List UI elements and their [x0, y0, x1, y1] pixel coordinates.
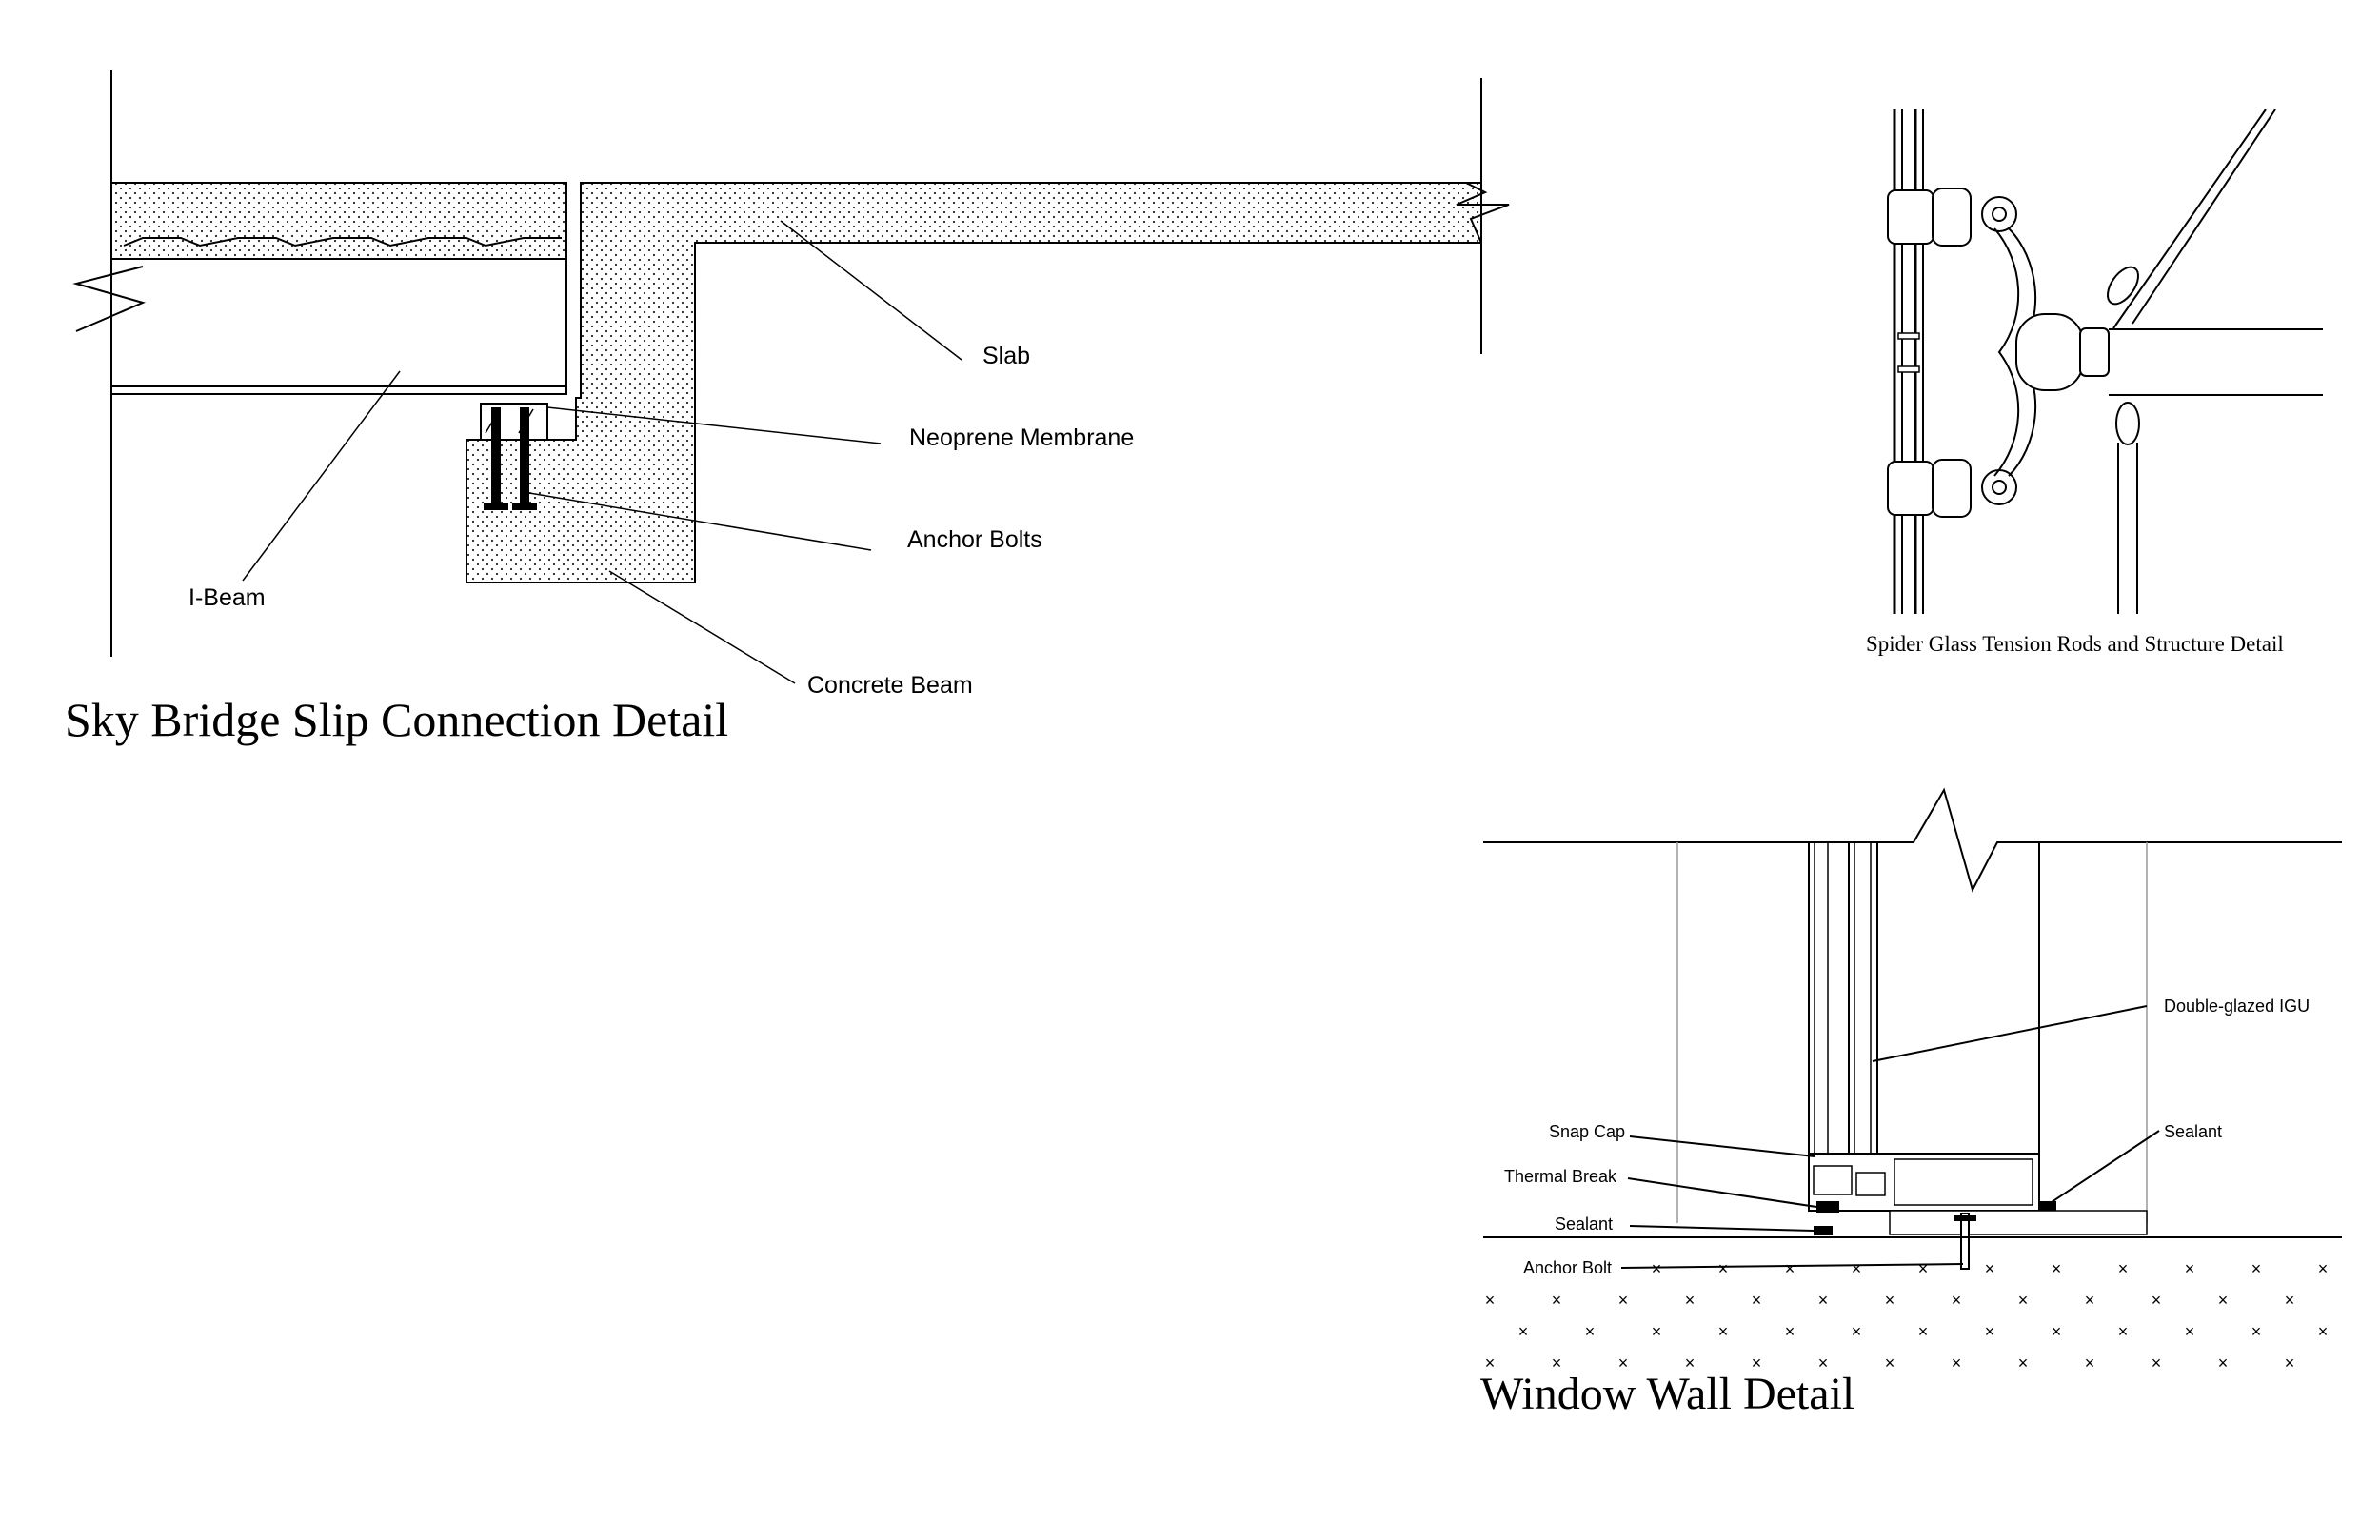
anchor-bolts — [484, 407, 537, 510]
svg-text:×: × — [1552, 1291, 1562, 1310]
svg-text:×: × — [1852, 1322, 1862, 1341]
svg-text:×: × — [2052, 1322, 2062, 1341]
svg-text:×: × — [2118, 1322, 2129, 1341]
svg-text:×: × — [1685, 1291, 1696, 1310]
svg-text:×: × — [2052, 1259, 2062, 1278]
break-line-left — [72, 266, 146, 332]
svg-text:×: × — [2018, 1291, 2029, 1310]
svg-text:×: × — [2318, 1259, 2329, 1278]
svg-text:×: × — [1885, 1353, 1895, 1372]
svg-text:×: × — [2218, 1353, 2229, 1372]
i-beam — [110, 258, 567, 395]
svg-text:×: × — [1818, 1291, 1829, 1310]
svg-text:×: × — [2185, 1259, 2195, 1278]
svg-text:×: × — [1585, 1322, 1596, 1341]
svg-text:×: × — [2018, 1353, 2029, 1372]
svg-text:×: × — [1652, 1322, 1662, 1341]
thermal-break-label: Thermal Break — [1504, 1167, 1617, 1186]
svg-text:×: × — [1818, 1353, 1829, 1372]
svg-text:×: × — [1952, 1291, 1962, 1310]
concrete-slab-beam — [466, 182, 1482, 583]
svg-text:×: × — [1485, 1353, 1496, 1372]
svg-text:×: × — [2318, 1322, 2329, 1341]
composite-deck — [110, 182, 567, 260]
svg-text:×: × — [2152, 1353, 2162, 1372]
svg-text:×: × — [1618, 1353, 1629, 1372]
svg-text:×: × — [1918, 1322, 1929, 1341]
svg-text:×: × — [2085, 1353, 2095, 1372]
sealant-right-label: Sealant — [2164, 1122, 2222, 1141]
svg-text:×: × — [1718, 1322, 1729, 1341]
svg-text:×: × — [1685, 1353, 1696, 1372]
svg-text:×: × — [1985, 1322, 1995, 1341]
svg-text:×: × — [2285, 1291, 2295, 1310]
svg-text:×: × — [2285, 1353, 2295, 1372]
earth-hatch: ××××××××××× ××××××××××××× ××××××××××××× … — [1485, 1259, 2329, 1372]
sealant-left-label: Sealant — [1555, 1214, 1613, 1234]
svg-text:×: × — [1852, 1259, 1862, 1278]
svg-text:×: × — [1885, 1291, 1895, 1310]
anchor-bolts-label: Anchor Bolts — [907, 526, 1042, 553]
window-wall-drawing: ××××××××××× ××××××××××××× ××××××××××××× … — [1483, 787, 2342, 1372]
svg-text:×: × — [1752, 1353, 1762, 1372]
svg-text:×: × — [1952, 1353, 1962, 1372]
svg-text:×: × — [2218, 1291, 2229, 1310]
svg-text:×: × — [1785, 1322, 1795, 1341]
snap-cap-label: Snap Cap — [1549, 1122, 1625, 1141]
svg-text:×: × — [2085, 1291, 2095, 1310]
svg-text:×: × — [1918, 1259, 1929, 1278]
spider-glass-title: Spider Glass Tension Rods and Structure … — [1866, 632, 2284, 656]
svg-text:×: × — [1985, 1259, 1995, 1278]
svg-text:×: × — [2251, 1259, 2262, 1278]
svg-text:×: × — [2152, 1291, 2162, 1310]
svg-text:×: × — [1785, 1259, 1795, 1278]
svg-text:×: × — [1652, 1259, 1662, 1278]
slip-connection-drawing — [72, 70, 1510, 684]
slab-label: Slab — [982, 343, 1030, 369]
neoprene-membrane — [480, 403, 548, 441]
svg-text:×: × — [1485, 1291, 1496, 1310]
svg-text:×: × — [1718, 1259, 1729, 1278]
slip-detail-title: Sky Bridge Slip Connection Detail — [65, 693, 728, 746]
window-wall-title: Window Wall Detail — [1480, 1369, 1854, 1419]
spider-glass-drawing — [1887, 109, 2323, 614]
svg-text:×: × — [1752, 1291, 1762, 1310]
svg-text:×: × — [2118, 1259, 2129, 1278]
svg-text:×: × — [1618, 1291, 1629, 1310]
svg-text:×: × — [1518, 1322, 1529, 1341]
svg-text:×: × — [2251, 1322, 2262, 1341]
neoprene-membrane-label: Neoprene Membrane — [909, 424, 1134, 451]
anchor-bolt-label: Anchor Bolt — [1523, 1258, 1612, 1277]
svg-text:×: × — [2185, 1322, 2195, 1341]
svg-text:×: × — [1552, 1353, 1562, 1372]
i-beam-label: I-Beam — [188, 584, 266, 611]
concrete-beam-label: Concrete Beam — [807, 672, 973, 699]
igu-label: Double-glazed IGU — [2164, 997, 2310, 1016]
